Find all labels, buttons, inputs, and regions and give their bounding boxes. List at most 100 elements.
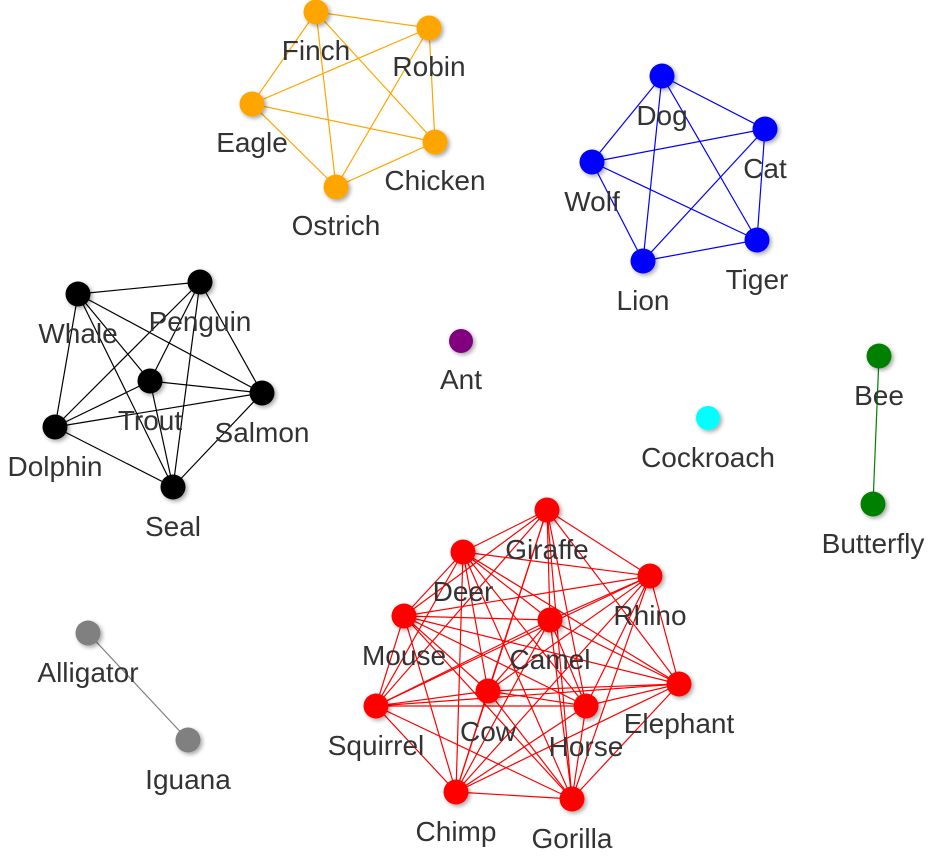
edge-cat-tiger (756, 128, 766, 241)
edge-trout-seal (149, 380, 174, 488)
label-trout: Trout (118, 405, 183, 436)
node-squirrel[interactable] (363, 693, 389, 719)
edge-cow-horse (487, 690, 587, 707)
edge-eagle-ostrich (251, 103, 337, 188)
label-deer: Deer (433, 576, 494, 607)
label-layer: FinchRobinEagleChickenOstrichDogCatWolfT… (8, 35, 925, 854)
label-chicken: Chicken (384, 165, 485, 196)
edge-rhino-gorilla (571, 575, 651, 800)
label-iguana: Iguana (145, 764, 231, 795)
node-ostrich[interactable] (323, 174, 349, 200)
label-ostrich: Ostrich (292, 210, 381, 241)
label-squirrel: Squirrel (328, 730, 424, 761)
node-seal[interactable] (160, 474, 186, 500)
edge-deer-rhino (462, 551, 651, 577)
node-robin[interactable] (416, 15, 442, 41)
label-cockroach: Cockroach (641, 442, 775, 473)
node-ant[interactable] (449, 329, 473, 353)
node-giraffe[interactable] (534, 497, 560, 523)
edge-finch-robin (315, 11, 430, 29)
label-giraffe: Giraffe (505, 534, 589, 565)
node-trout[interactable] (137, 368, 163, 394)
edge-rhino-chimp (455, 575, 651, 793)
edge-deer-camel (462, 551, 551, 621)
node-cockroach[interactable] (696, 406, 720, 430)
edge-chimp-gorilla (455, 791, 573, 800)
label-cat: Cat (743, 153, 787, 184)
label-seal: Seal (145, 511, 201, 542)
node-mouse[interactable] (391, 603, 417, 629)
edge-whale-penguin (77, 281, 201, 295)
edge-trout-dolphin (54, 380, 151, 428)
edge-deer-horse (462, 551, 587, 707)
node-horse[interactable] (573, 693, 599, 719)
edge-bee-butterfly (872, 355, 880, 505)
edge-chicken-ostrich (335, 141, 436, 188)
edge-horse-chimp (455, 705, 587, 793)
node-alligator[interactable] (75, 620, 101, 646)
label-dolphin: Dolphin (8, 451, 103, 482)
node-wolf[interactable] (579, 149, 605, 175)
node-elephant[interactable] (666, 671, 692, 697)
edge-whale-seal (77, 293, 174, 488)
edge-deer-cow (462, 551, 489, 692)
edge-mouse-horse (403, 615, 587, 707)
label-alligator: Alligator (37, 657, 138, 688)
edge-finch-chicken (315, 11, 436, 143)
node-bee[interactable] (866, 343, 892, 369)
label-ant: Ant (440, 364, 482, 395)
node-cat[interactable] (752, 116, 778, 142)
edge-cat-wolf (591, 128, 766, 163)
node-chimp[interactable] (443, 779, 469, 805)
label-penguin: Penguin (149, 306, 252, 337)
edge-penguin-trout (149, 281, 201, 382)
edge-whale-salmon (77, 293, 263, 394)
edge-mouse-gorilla (403, 615, 573, 800)
edge-mouse-squirrel (375, 615, 405, 707)
edge-rhino-elephant (649, 575, 680, 685)
label-salmon: Salmon (215, 417, 310, 448)
node-layer (42, 0, 892, 812)
node-dog[interactable] (649, 63, 675, 89)
label-finch: Finch (282, 35, 350, 66)
node-finch[interactable] (303, 0, 329, 25)
label-mouse: Mouse (362, 640, 446, 671)
edge-deer-squirrel (375, 551, 464, 707)
label-gorilla: Gorilla (532, 823, 613, 854)
edge-giraffe-camel (546, 509, 551, 621)
edge-dolphin-seal (54, 426, 174, 488)
node-eagle[interactable] (239, 91, 265, 117)
edge-robin-ostrich (335, 27, 430, 188)
node-camel[interactable] (537, 607, 563, 633)
edge-whale-trout (77, 293, 151, 382)
edge-elephant-horse (585, 683, 680, 707)
edge-camel-elephant (549, 619, 680, 685)
node-salmon[interactable] (249, 380, 275, 406)
node-deer[interactable] (450, 539, 476, 565)
edge-deer-elephant (462, 551, 680, 685)
node-butterfly[interactable] (860, 491, 886, 517)
edge-camel-cow (487, 619, 551, 692)
label-dog: Dog (636, 100, 687, 131)
node-rhino[interactable] (637, 563, 663, 589)
edge-squirrel-chimp (375, 705, 457, 793)
node-penguin[interactable] (187, 269, 213, 295)
node-lion[interactable] (630, 248, 656, 274)
node-whale[interactable] (65, 281, 91, 307)
label-butterfly: Butterfly (822, 528, 925, 559)
edge-giraffe-mouse (403, 509, 548, 617)
label-rhino: Rhino (613, 600, 686, 631)
node-gorilla[interactable] (559, 786, 585, 812)
edge-deer-chimp (455, 551, 464, 793)
node-cow[interactable] (475, 678, 501, 704)
edge-rhino-squirrel (375, 575, 651, 707)
label-chimp: Chimp (416, 816, 497, 847)
edge-tiger-lion (642, 239, 758, 262)
edge-robin-chicken (428, 27, 436, 143)
node-chicken[interactable] (422, 129, 448, 155)
node-dolphin[interactable] (42, 414, 68, 440)
node-tiger[interactable] (744, 227, 770, 253)
label-cow: Cow (460, 716, 517, 747)
node-iguana[interactable] (175, 727, 201, 753)
edge-cat-lion (642, 128, 766, 262)
